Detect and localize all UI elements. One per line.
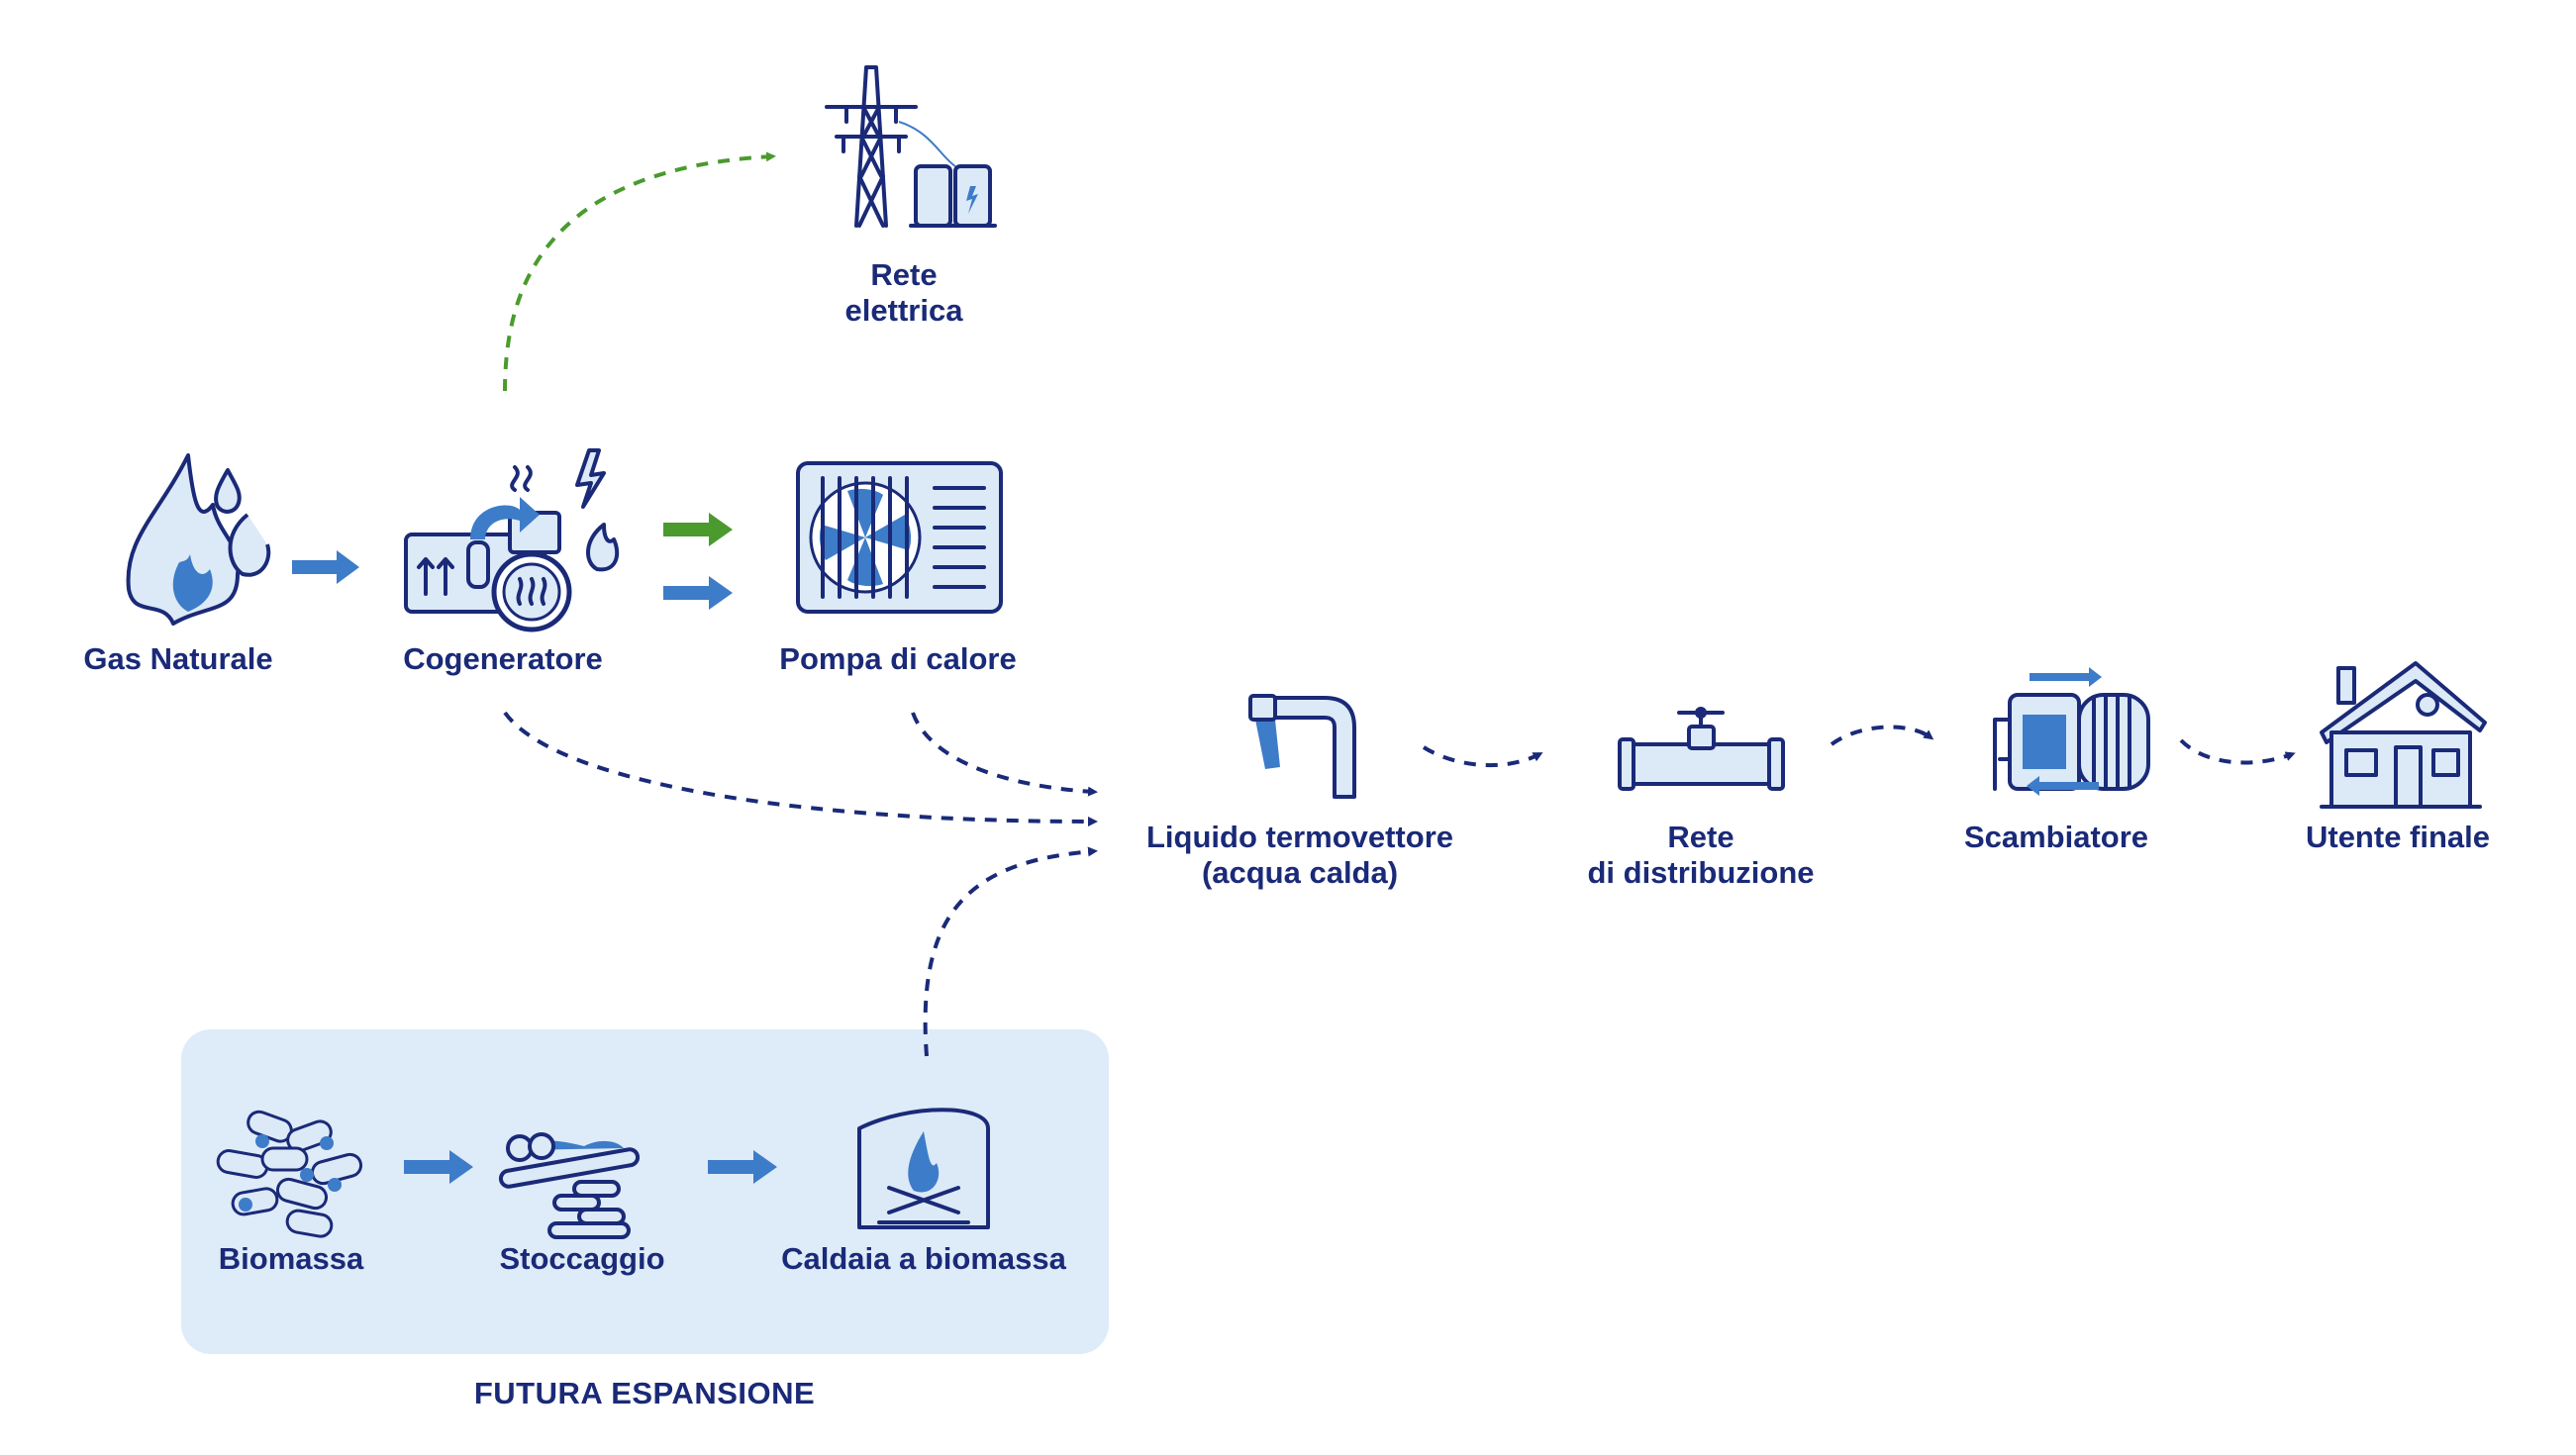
dashed-network-to-exchanger [1830, 725, 1934, 746]
arrow-storage-to-boiler [708, 1150, 777, 1184]
heat-pump-icon [796, 461, 1003, 614]
label-caldaia-biomassa: Caldaia a biomassa [781, 1241, 1067, 1276]
conveyor-icon [498, 1132, 641, 1239]
dashed-liquid-to-network [1422, 745, 1543, 768]
label-utente-finale: Utente finale [2306, 820, 2490, 854]
expansion-panel [181, 1029, 1109, 1354]
dashed-cogen-to-grid [503, 151, 776, 392]
label-pompa-di-calore: Pompa di calore [779, 641, 1016, 676]
label-cogeneratore: Cogeneratore [403, 641, 603, 676]
label-rete-elettrica-2: elettrica [845, 293, 964, 328]
label-rete-elettrica-1: Rete [870, 257, 937, 292]
logs-icon [216, 1110, 363, 1238]
arrow-gas-to-cogen [292, 550, 359, 584]
label-gas-naturale: Gas Naturale [83, 641, 272, 676]
dashed-cogen-to-liquid [503, 711, 1098, 826]
cogenerator-icon [404, 448, 620, 632]
label-liquido-2: (acqua calda) [1202, 855, 1398, 890]
label-rete-distribuzione-1: Rete [1667, 820, 1734, 854]
arrow-biomass-to-storage [404, 1150, 473, 1184]
label-biomassa: Biomassa [219, 1241, 364, 1276]
house-icon [2320, 661, 2487, 809]
dashed-exchanger-to-user [2179, 738, 2296, 765]
label-futura-espansione: FUTURA ESPANSIONE [474, 1376, 815, 1410]
pylon-transformer-icon [825, 65, 997, 228]
label-liquido-1: Liquido termovettore [1146, 820, 1453, 854]
pipe-valve-icon [1618, 707, 1785, 791]
arrow-blue-to-pump [663, 576, 733, 610]
dashed-pump-to-liquid [911, 712, 1098, 797]
label-stoccaggio: Stoccaggio [499, 1241, 664, 1276]
boiler-icon [857, 1108, 990, 1229]
tap-icon [1248, 694, 1356, 799]
arrow-green-to-pump [663, 513, 733, 546]
heat-exchanger-icon [1993, 667, 2150, 796]
label-scambiatore: Scambiatore [1964, 820, 2148, 854]
flame-drop-icon [126, 453, 271, 626]
label-rete-distribuzione-2: di distribuzione [1587, 855, 1814, 890]
dashed-boiler-to-liquid [923, 846, 1098, 1057]
